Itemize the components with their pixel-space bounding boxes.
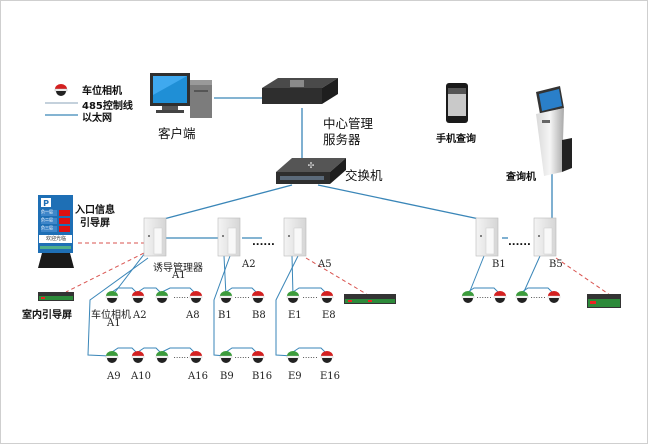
parking-camera-icon <box>219 351 233 363</box>
server-label-line2: 服务器 <box>323 132 361 147</box>
parking-cameras: ........................................… <box>105 291 561 363</box>
guide-manager-label: 诱导管理器 <box>153 263 203 274</box>
legend-camera-label: 车位相机 <box>82 86 122 97</box>
entrance-sign-label-line1: 入口信息 <box>75 205 115 216</box>
legend-camera-icon <box>54 84 68 96</box>
parking-camera-icon <box>251 291 265 303</box>
camera-ellipsis: ...... <box>234 291 249 300</box>
guide-manager-a1-icon <box>143 217 167 257</box>
camera-label-b9: B9 <box>220 371 234 382</box>
guide-managers <box>143 217 557 257</box>
server-label-line1: 中心管理 <box>323 116 374 131</box>
query-kiosk-icon <box>536 86 572 176</box>
manager-b5-label: B5 <box>549 259 563 270</box>
camera-label-a9: A9 <box>107 371 121 382</box>
parking-camera-icon <box>189 291 203 303</box>
sign-row-2: 负二层 <box>41 217 53 222</box>
camera-label-e1: E1 <box>288 310 302 321</box>
svg-text:✣: ✣ <box>308 161 315 170</box>
client-computer-icon <box>150 73 212 118</box>
server-icon <box>262 78 338 104</box>
sign-welcome: 欢迎光临 <box>46 236 67 242</box>
camera-label-a16: A16 <box>188 371 208 382</box>
camera-label-e16: E16 <box>320 371 341 382</box>
camera-label-b16: B16 <box>252 371 273 382</box>
client-label: 客户端 <box>158 126 196 141</box>
manager-ellipsis-b: ...... <box>508 237 531 248</box>
entrance-sign-label-line2: 引导屏 <box>80 218 110 229</box>
mobile-query-label: 手机查询 <box>436 134 476 145</box>
parking-camera-icon <box>320 351 334 363</box>
camera-label-e9: E9 <box>288 371 302 382</box>
switch-label: 交换机 <box>345 168 383 183</box>
indoor-guide-screen-a5-icon <box>344 294 396 304</box>
parking-camera-icon <box>547 291 561 303</box>
manager-a2-label: A2 <box>242 259 256 270</box>
parking-camera-icon <box>189 351 203 363</box>
legend <box>45 84 78 116</box>
indoor-sign-label: 室内引导屏 <box>22 310 72 321</box>
guide-manager-b5-icon <box>533 217 557 257</box>
sign-row-3: 负三层 <box>41 225 53 230</box>
entrance-guide-screen-icon: P <box>38 195 74 268</box>
parking-camera-icon <box>105 351 119 363</box>
parking-camera-icon <box>461 291 475 303</box>
camera-ellipsis: ...... <box>476 291 491 300</box>
indoor-guide-screen-icon <box>38 292 74 301</box>
parking-camera-icon <box>286 291 300 303</box>
camera-label: 车位相机 <box>91 310 131 321</box>
manager-ellipsis-a: ...... <box>252 237 275 248</box>
switch-icon: ✣ <box>276 158 346 184</box>
guide-manager-b1-icon <box>475 217 499 257</box>
camera-ellipsis: ...... <box>302 291 317 300</box>
manager-b1-label: B1 <box>492 259 506 270</box>
camera-label-e8: E8 <box>322 310 336 321</box>
legend-ethernet-label: 以太网 <box>82 113 112 124</box>
parking-camera-icon <box>320 291 334 303</box>
camera-label-a1: A1 <box>107 318 121 329</box>
guide-manager-a5-icon <box>283 217 307 257</box>
rs485-links <box>87 252 555 357</box>
parking-camera-icon <box>515 291 529 303</box>
camera-label-a8: A8 <box>186 310 200 321</box>
parking-camera-icon <box>155 351 169 363</box>
camera-label-a10: A10 <box>131 371 151 382</box>
parking-camera-icon <box>219 291 233 303</box>
parking-camera-icon <box>251 351 265 363</box>
parking-camera-icon <box>286 351 300 363</box>
mobile-phone-icon <box>446 83 468 123</box>
camera-ellipsis: ...... <box>234 351 249 360</box>
legend-rs485-label: 485控制线 <box>82 101 133 112</box>
camera-ellipsis: ...... <box>302 351 317 360</box>
svg-text:P: P <box>43 199 49 208</box>
camera-label-a2: A2 <box>133 310 147 321</box>
manager-a1-label: A1 <box>172 270 186 281</box>
manager-a5-label: A5 <box>318 259 332 270</box>
kiosk-label: 查询机 <box>506 172 536 183</box>
camera-label-b8: B8 <box>252 310 266 321</box>
camera-ellipsis: ...... <box>173 291 188 300</box>
indoor-guide-screen-b5-icon <box>587 294 621 308</box>
camera-ellipsis: ...... <box>173 351 188 360</box>
parking-camera-icon <box>155 291 169 303</box>
parking-camera-icon <box>131 291 145 303</box>
ethernet-links <box>159 97 553 239</box>
parking-camera-icon <box>131 351 145 363</box>
camera-ellipsis: ...... <box>530 291 545 300</box>
camera-label-b1: B1 <box>218 310 232 321</box>
guide-manager-a2-icon <box>217 217 241 257</box>
sign-row-1: 负一层 <box>41 209 53 214</box>
parking-camera-icon <box>493 291 507 303</box>
parking-camera-icon <box>105 291 119 303</box>
guide-screen-links <box>65 242 611 296</box>
